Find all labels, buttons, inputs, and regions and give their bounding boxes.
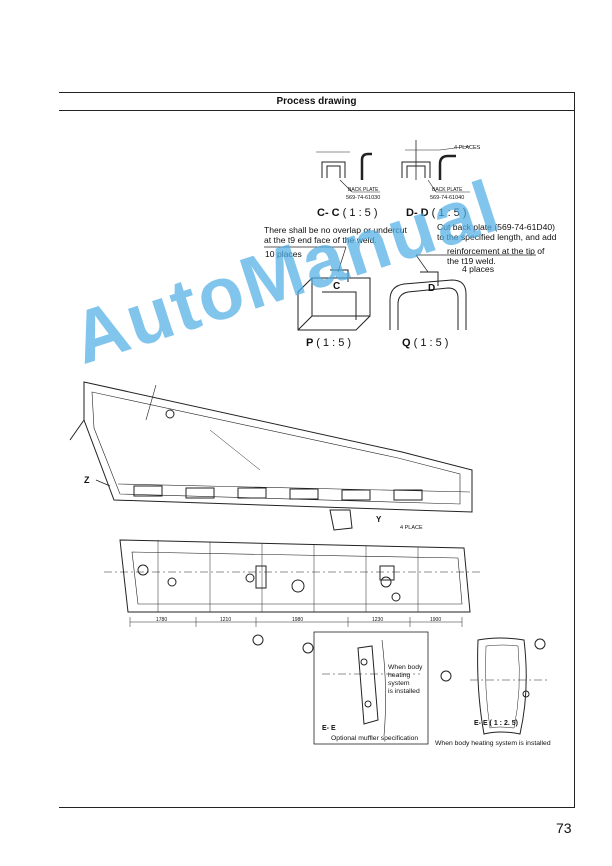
page-title: Process drawing	[59, 93, 574, 111]
q-view-sketch	[389, 271, 467, 330]
dd-view-scale: ( 1 : 5 )	[431, 207, 467, 219]
ee-left-label: E- E	[322, 725, 336, 732]
cc-part-number: 569-74-61030	[346, 195, 381, 201]
reinforcement-note: reinforcement at the tip of the t19 weld…	[447, 246, 545, 266]
cc-section-sketch	[316, 151, 380, 193]
dd-section-sketch	[401, 140, 471, 193]
dim-3: 1980	[292, 617, 304, 623]
dd-part-number: 569-74-61040	[430, 195, 465, 201]
y-marker: Y	[376, 515, 382, 524]
body-heating-note: When body heating system is installed	[388, 664, 423, 695]
z-marker: Z	[84, 475, 90, 485]
q-section-marker: D	[428, 283, 436, 294]
muffler-caption: Optional muffler specification	[331, 735, 419, 742]
page-number: 73	[556, 820, 572, 836]
p-view-scale: ( 1 : 5 )	[316, 337, 352, 349]
p-view-sketch	[297, 269, 371, 331]
muffler-inset-frame	[313, 631, 429, 745]
cc-view-title: C- C	[317, 207, 340, 219]
cut-back-note: Cut back plate (569-74-61D40) to the spe…	[437, 222, 557, 242]
dim-4: 1230	[372, 617, 384, 623]
four-places-note: 4 places	[462, 264, 495, 274]
cc-back-plate-label: BACK PLATE	[348, 187, 379, 193]
ee-right-label: E- E ( 1 : 2. 5)	[474, 720, 518, 727]
dim-1: 1780	[156, 617, 168, 623]
dd-view-title: D- D	[406, 207, 429, 219]
dd-back-plate-label: BACK PLATE	[432, 187, 463, 193]
drawing-frame: Process drawing	[59, 92, 575, 808]
heating-detail-sketch	[470, 637, 550, 735]
ten-places-note: 10 places	[265, 249, 302, 259]
cc-view-scale: ( 1 : 5 )	[342, 207, 378, 219]
dim-5: 1900	[430, 617, 442, 623]
dim-2: 1210	[220, 617, 232, 623]
muffler-inset-sketch	[322, 639, 420, 737]
place-tag: 4 PLACE	[400, 525, 423, 531]
overlap-note: There shall be no overlap or undercut at…	[264, 225, 407, 245]
main-side-view	[69, 381, 473, 531]
plan-view	[104, 539, 480, 682]
q-view-title: Q	[402, 337, 411, 349]
p-view-title: P	[306, 337, 314, 349]
p-section-marker: C	[333, 281, 341, 292]
q-view-scale: ( 1 : 5 )	[413, 337, 449, 349]
heating-caption: When body heating system is installed	[435, 740, 551, 747]
dd-places-tag: 4 PLACES	[454, 145, 481, 151]
